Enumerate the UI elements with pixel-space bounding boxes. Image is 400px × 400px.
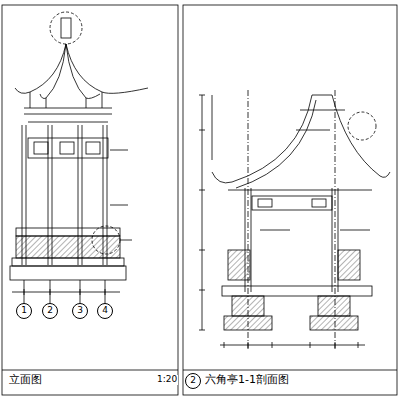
drawing-title: 六角亭1-1剖面图 <box>204 374 290 386</box>
drawing-title: 立面图 <box>8 374 43 386</box>
scale-label: 1:20 <box>156 375 178 385</box>
section <box>199 90 390 350</box>
axis-number: 4 <box>102 306 108 316</box>
axis-number: 3 <box>77 306 83 316</box>
axis-bubble: 2 <box>185 373 201 389</box>
axis-bubble: 2 <box>42 303 58 319</box>
axis-bubble: 1 <box>16 303 32 319</box>
sheet-frame <box>2 5 178 395</box>
axis-number: 1 <box>21 306 27 316</box>
elevation <box>10 12 148 304</box>
axis-number: 2 <box>47 306 53 316</box>
axis-bubble: 3 <box>72 303 88 319</box>
axis-number: 2 <box>190 376 196 386</box>
sheet-frame <box>183 5 397 395</box>
axis-bubble: 4 <box>97 303 113 319</box>
